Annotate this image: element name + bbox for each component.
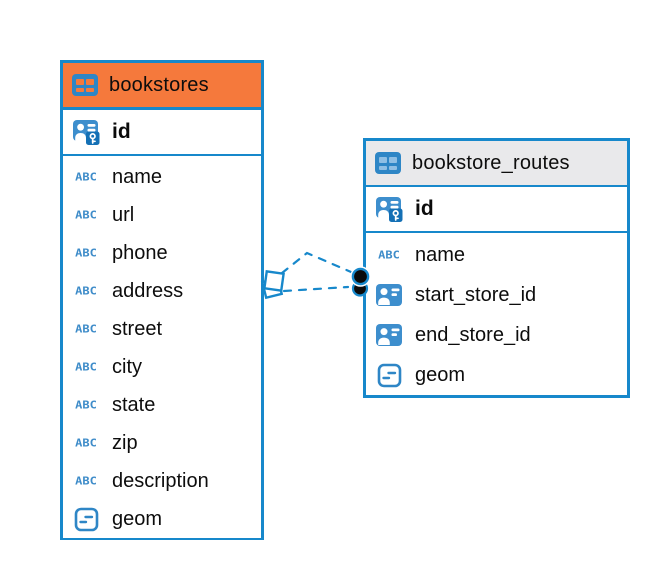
row-bookstores-phone[interactable]: ABC phone (63, 234, 261, 272)
text-type-icon: ABC (75, 474, 97, 488)
column-label: end_store_id (415, 323, 531, 346)
column-label: street (112, 317, 163, 340)
reference-type-icon (372, 283, 406, 307)
table-title: bookstore_routes (412, 151, 570, 174)
row-bookstores-city[interactable]: ABC city (63, 348, 261, 386)
column-label: phone (112, 241, 168, 264)
column-label: name (112, 165, 163, 188)
column-label: name (415, 243, 466, 266)
text-type-icon: ABC (75, 436, 97, 450)
row-bookstores-zip[interactable]: ABC zip (63, 424, 261, 462)
text-type-icon: ABC (75, 246, 97, 260)
text-type-icon: ABC (75, 360, 97, 374)
column-label: description (112, 469, 209, 492)
table-bookstore-routes-header[interactable]: bookstore_routes (366, 141, 627, 187)
row-bookstores-name[interactable]: ABC name (63, 158, 261, 196)
geometry-type-icon (69, 507, 103, 532)
primary-key-icon (372, 195, 406, 223)
row-routes-name[interactable]: ABC name (366, 235, 627, 275)
table-bookstores-columns: ABC name ABC url ABC phone ABC address A… (63, 156, 261, 538)
relationship-link-lines[interactable] (280, 251, 353, 293)
relationship-line-upper (280, 251, 353, 275)
row-routes-id[interactable]: id (366, 187, 627, 233)
column-label: start_store_id (415, 283, 537, 306)
row-bookstores-geom[interactable]: geom (63, 500, 261, 538)
column-label: zip (112, 431, 138, 454)
row-routes-start-store-id[interactable]: start_store_id (366, 275, 627, 315)
column-label: state (112, 393, 156, 416)
row-bookstores-id[interactable]: id (63, 110, 261, 156)
row-routes-geom[interactable]: geom (366, 355, 627, 395)
text-type-icon: ABC (75, 170, 97, 184)
text-type-icon: ABC (75, 208, 97, 222)
column-label: geom (112, 507, 163, 530)
column-label: id (112, 120, 131, 143)
row-bookstores-description[interactable]: ABC description (63, 462, 261, 500)
column-label: city (112, 355, 142, 378)
table-bookstores-header[interactable]: bookstores (63, 63, 261, 110)
text-type-icon: ABC (378, 248, 400, 262)
table-icon (373, 151, 403, 175)
row-bookstores-url[interactable]: ABC url (63, 196, 261, 234)
primary-key-icon (69, 118, 103, 146)
table-routes-columns: ABC name start_store_id (366, 233, 627, 395)
geometry-type-icon (372, 363, 406, 388)
relationship-line-lower (282, 285, 350, 293)
table-title: bookstores (109, 73, 209, 96)
row-routes-end-store-id[interactable]: end_store_id (366, 315, 627, 355)
text-type-icon: ABC (75, 284, 97, 298)
table-icon (70, 73, 100, 97)
column-label: url (112, 203, 135, 226)
text-type-icon: ABC (75, 322, 97, 336)
row-bookstores-state[interactable]: ABC state (63, 386, 261, 424)
text-type-icon: ABC (75, 398, 97, 412)
column-label: geom (415, 363, 466, 386)
table-bookstore-routes[interactable]: bookstore_routes id ABC (363, 138, 630, 398)
row-bookstores-street[interactable]: ABC street (63, 310, 261, 348)
relationship-source-marker[interactable] (260, 270, 285, 300)
column-label: address (112, 279, 184, 302)
column-label: id (415, 197, 434, 220)
table-bookstores[interactable]: bookstores id ABC (60, 60, 264, 540)
reference-type-icon (372, 323, 406, 347)
row-bookstores-address[interactable]: ABC address (63, 272, 261, 310)
